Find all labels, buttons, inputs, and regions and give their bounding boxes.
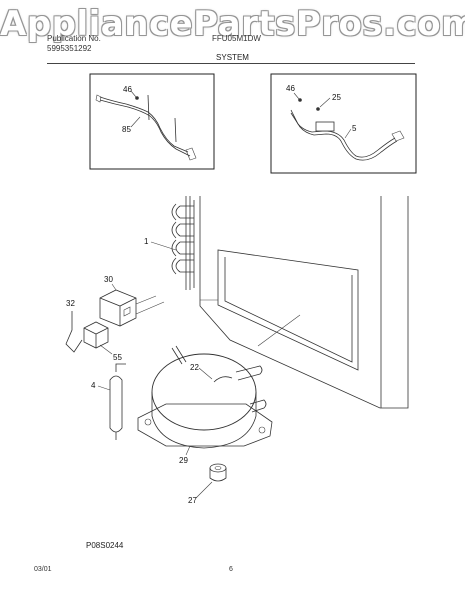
callout-29: 29 [179, 456, 188, 465]
callout-32: 32 [66, 299, 75, 308]
publication-label: Publication No. [47, 34, 101, 43]
model-number: FFU05M1DW [212, 34, 261, 43]
filter-drier-part [109, 363, 126, 440]
figure-code: P08S0244 [86, 541, 124, 550]
callout-30: 30 [104, 275, 113, 284]
callout-1: 1 [144, 237, 149, 246]
callout-25: 25 [332, 93, 341, 102]
callout-4: 4 [91, 381, 96, 390]
callout-5: 5 [352, 124, 357, 133]
thermostat-harness-drawing [290, 98, 405, 161]
grommet-part [209, 463, 227, 482]
inset-box-wiring-left [89, 73, 215, 170]
section-title: SYSTEM [216, 53, 249, 62]
watermark-logo: AppliancePartsPros.com [0, 4, 465, 44]
wiring-harness-drawing [95, 94, 197, 161]
footer-page-number: 6 [229, 566, 233, 573]
publication-number: 5995351292 [47, 44, 92, 53]
callout-55: 55 [113, 353, 122, 362]
relay-cover-part [83, 321, 109, 349]
compressor-part [137, 345, 273, 449]
condenser-coil [171, 196, 195, 290]
relay-overload-part [99, 289, 165, 327]
header-divider [47, 63, 415, 64]
callout-22: 22 [190, 363, 199, 372]
callout-46-right: 46 [286, 84, 295, 93]
callout-27: 27 [188, 496, 197, 505]
footer-date: 03/01 [34, 566, 52, 573]
harness-clip-wire [65, 311, 83, 353]
callout-46-left: 46 [123, 85, 132, 94]
freezer-cabinet-outline [199, 196, 409, 409]
inset-box-wiring-right [270, 73, 417, 174]
callout-85: 85 [122, 125, 131, 134]
